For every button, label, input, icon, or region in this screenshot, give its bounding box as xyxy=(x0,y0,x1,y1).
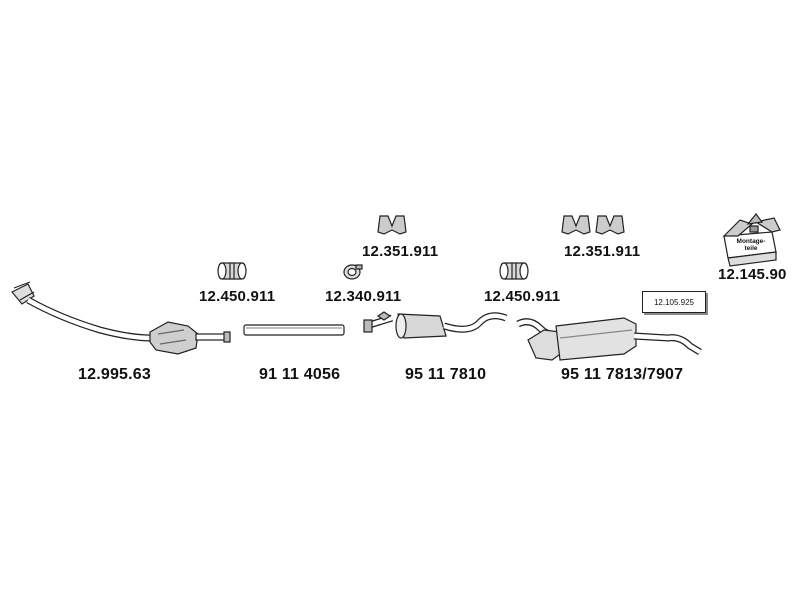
assembly-kit-label-line1: Montage- xyxy=(736,238,766,245)
part-number-intermediate-pipe: 91 11 4056 xyxy=(259,366,341,383)
assembly-kit-label-line2: teile xyxy=(744,245,758,252)
catalytic-converter-front-pipe[interactable] xyxy=(11,281,231,355)
assembly-kit-label: Montage- teile xyxy=(730,238,772,252)
part-number-catalytic-converter: 12.995.63 xyxy=(78,366,151,383)
assembly-kit[interactable] xyxy=(722,213,781,267)
part-number-rear-silencer: 95 11 7813/7907 xyxy=(561,366,684,383)
part-number-center-silencer: 95 11 7810 xyxy=(405,366,487,383)
part-number-clamp-right: 12.450.911 xyxy=(484,288,561,305)
clamp-right[interactable] xyxy=(499,262,529,280)
hanger-center[interactable] xyxy=(377,215,407,235)
part-number-clamp-ring: 12.340.911 xyxy=(325,288,402,305)
intermediate-pipe[interactable] xyxy=(243,324,345,336)
part-number-hanger-center: 12.351.911 xyxy=(362,243,439,260)
clamp-left[interactable] xyxy=(217,262,247,280)
part-number-clamp-left: 12.450.911 xyxy=(199,288,276,305)
rear-silencer[interactable] xyxy=(516,317,702,361)
part-number-hanger-pair-right: 12.351.911 xyxy=(564,243,641,260)
kit-label: 12.105.925 xyxy=(642,291,706,313)
center-silencer[interactable] xyxy=(363,311,508,339)
clamp-ring[interactable] xyxy=(343,264,363,280)
hanger-pair-right[interactable] xyxy=(561,215,625,235)
part-number-assembly-kit: 12.145.90 xyxy=(718,266,787,283)
